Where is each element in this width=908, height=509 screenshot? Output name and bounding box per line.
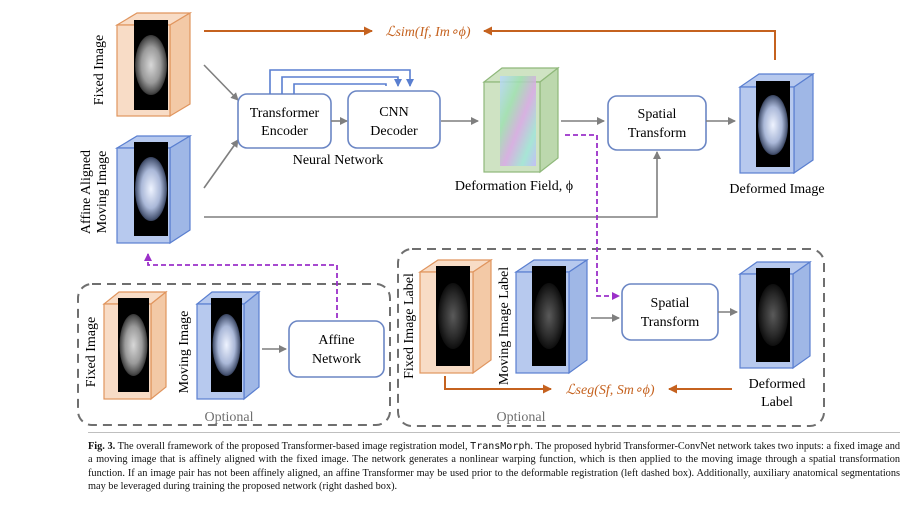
- fixed-image-label: Fixed Image: [92, 35, 107, 105]
- optional-affine-box: [77, 283, 391, 426]
- moving-image-small-volume: [195, 290, 261, 401]
- deformation-field-label: Deformation Field, ϕ: [455, 179, 573, 194]
- transformer-encoder-box: Transformer Encoder: [237, 93, 332, 149]
- optional-left-label: Optional: [205, 410, 254, 425]
- figure-caption: Fig. 3. The overall framework of the pro…: [88, 440, 900, 494]
- moving-image-label-seg-label: Moving Image Label: [497, 267, 512, 385]
- fixed-image-small-volume: [102, 290, 168, 401]
- caption-text-2: . The proposed hybrid Transformer-ConvNe…: [88, 441, 900, 493]
- spatial-transform-seg-label-1: Spatial: [651, 296, 690, 311]
- moving-image-label-line2: Moving Image: [95, 151, 110, 234]
- moving-to-transform-arrow: [204, 151, 661, 218]
- cnn-decoder-label-1: CNN: [379, 105, 409, 120]
- deformed-image-label: Deformed Image: [729, 182, 824, 197]
- cnn-decoder-label-2: Decoder: [370, 124, 418, 139]
- fixed-image-label-seg-label: Fixed Image Label: [402, 273, 417, 379]
- spatial-transform-seg-label-2: Transform: [641, 315, 700, 330]
- sim-loss-label: ℒsim(If, Im∘ϕ): [385, 25, 471, 40]
- sim-loss-right-arrow: [483, 26, 776, 60]
- affine-to-moving-arrow: [144, 253, 338, 350]
- transformer-encoder-label-2: Encoder: [261, 124, 308, 139]
- deformed-label-text-1: Deformed: [749, 377, 806, 392]
- seg-loss-left-arrow: [444, 376, 552, 394]
- skip-connections: [269, 69, 414, 94]
- affine-network-label-1: Affine: [318, 333, 354, 348]
- affine-network-box: Affine Network: [288, 320, 385, 378]
- moving-label-volume: [514, 258, 589, 375]
- fixed-image-small-label: Fixed Image: [84, 317, 99, 387]
- seg-loss-label: ℒseg(Sf, Sm∘ϕ): [565, 383, 654, 398]
- moving-image-volume: [114, 134, 193, 245]
- spatial-transform-label-2: Transform: [628, 126, 687, 141]
- moving-image-label-line1: Affine Aligned: [79, 150, 94, 234]
- fixed-label-volume: [418, 258, 493, 375]
- fixed-to-encoder-arrow: [203, 64, 239, 101]
- framework-diagram: Fixed Image Affine Aligned Moving Image …: [77, 11, 825, 427]
- cnn-decoder-box: CNN Decoder: [347, 90, 441, 149]
- figure-number: Fig. 3.: [88, 441, 116, 452]
- caption-text-1: The overall framework of the proposed Tr…: [115, 441, 471, 452]
- model-name: TransMorph: [470, 441, 531, 452]
- moving-image-small-label: Moving Image: [177, 311, 192, 394]
- deformation-field-volume: [482, 66, 560, 174]
- transformer-encoder-label-1: Transformer: [250, 106, 320, 121]
- caption-separator: [88, 432, 900, 433]
- optional-segmentation-box: [397, 248, 825, 427]
- deformed-image-volume: [738, 72, 815, 175]
- moving-to-encoder-arrow: [203, 139, 239, 189]
- deformed-label-volume: [738, 260, 812, 370]
- fixed-image-volume: [114, 11, 193, 118]
- spatial-transform-label-1: Spatial: [638, 107, 677, 122]
- neural-network-label: Neural Network: [293, 153, 384, 168]
- affine-network-label-2: Network: [312, 352, 361, 367]
- optional-right-label: Optional: [497, 410, 546, 425]
- deformed-label-text-2: Label: [761, 395, 793, 410]
- spatial-transform-box: Spatial Transform: [607, 95, 707, 151]
- field-to-seg-transform-arrow: [565, 134, 620, 300]
- spatial-transform-seg-box: Spatial Transform: [621, 283, 719, 341]
